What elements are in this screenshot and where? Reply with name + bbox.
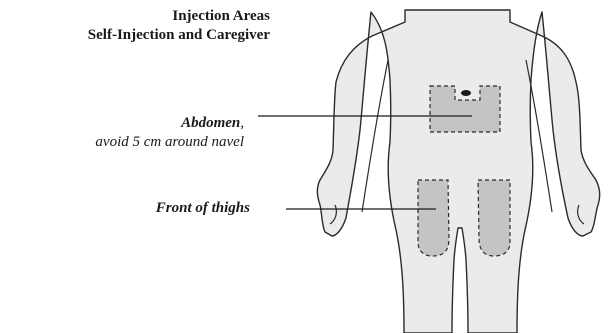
right-thigh-zone [478,180,510,256]
body-outline [317,10,599,333]
navel-icon [461,90,471,96]
body-silhouette [317,10,599,333]
left-thigh-zone [418,180,449,256]
left-inner-arm-line [362,60,388,212]
